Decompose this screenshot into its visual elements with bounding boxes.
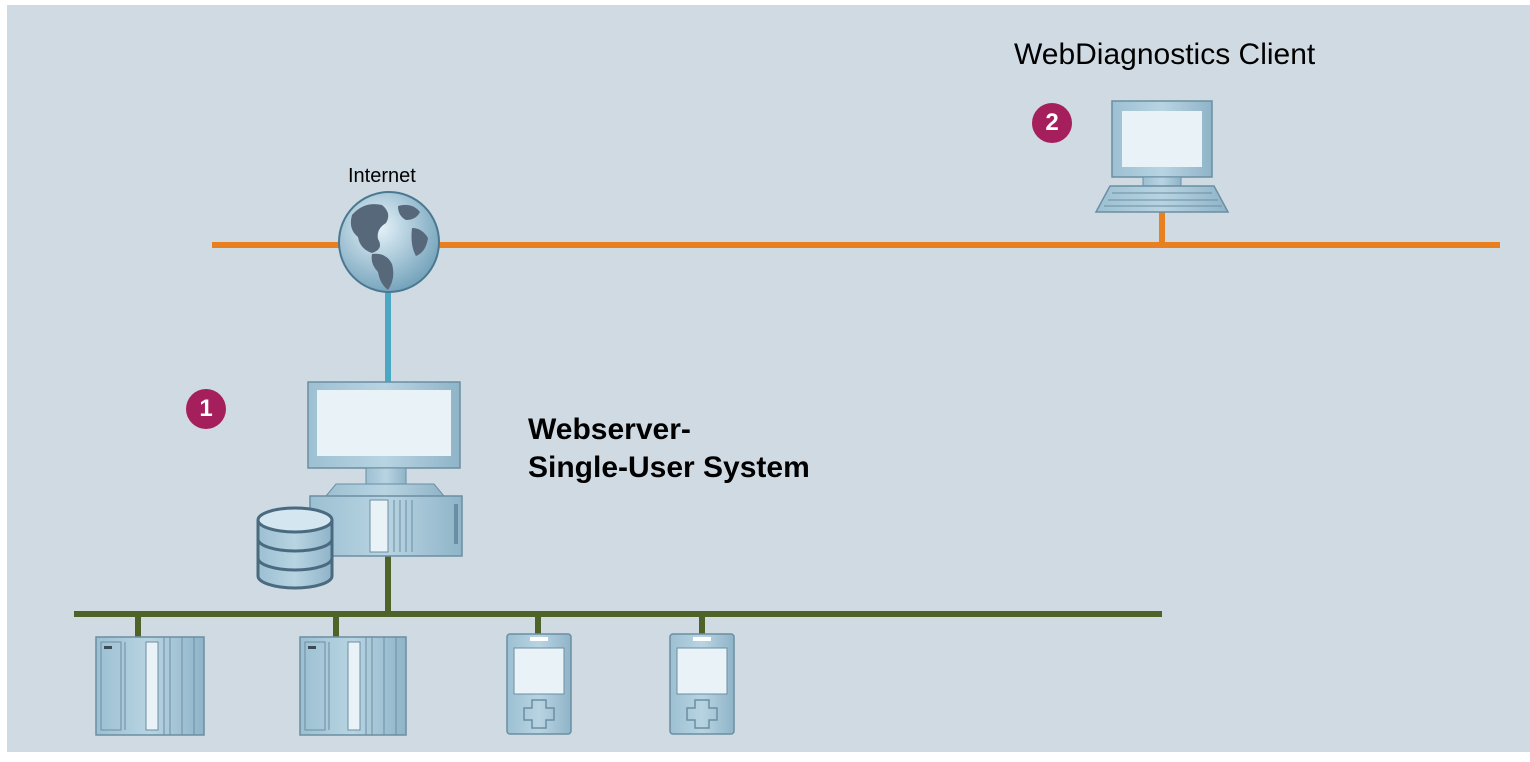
database-icon: [256, 506, 334, 590]
client-label: WebDiagnostics Client: [1014, 38, 1316, 71]
step-badge-1: 1: [186, 389, 226, 429]
diagram-background: [7, 5, 1530, 752]
plc-icon: [299, 636, 407, 736]
plc-icon: [95, 636, 205, 736]
internet-label: Internet: [348, 165, 416, 187]
globe-icon: [338, 191, 440, 293]
server-label: Webserver- Single-User System: [528, 411, 810, 487]
controller-icon: [669, 633, 735, 735]
server-label-line1: Webserver-: [528, 413, 691, 446]
server-pc-icon: [307, 381, 463, 557]
controller-icon: [506, 633, 572, 735]
step-badge-2: 2: [1032, 103, 1072, 143]
server-label-line2: Single-User System: [528, 451, 810, 484]
client-pc-icon: [1094, 100, 1230, 213]
